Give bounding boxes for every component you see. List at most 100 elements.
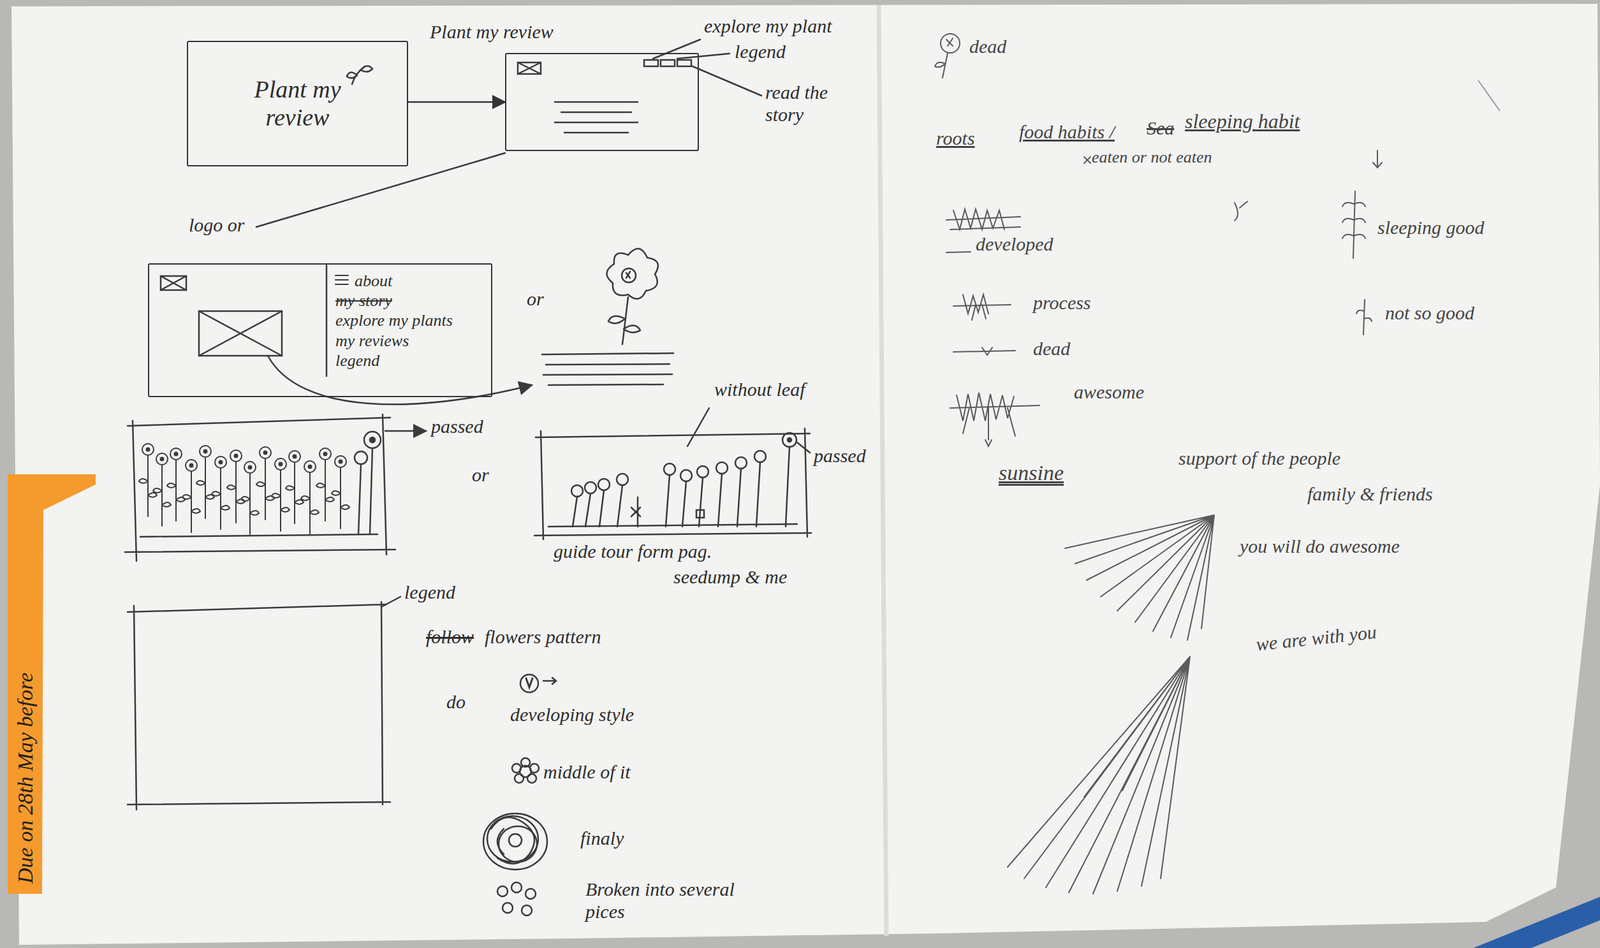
sketch-stroke	[285, 450, 304, 524]
note-text: eaten or not eaten	[1091, 147, 1212, 168]
sketch-stroke	[331, 455, 350, 529]
sidebar-item: explore my plants	[335, 310, 453, 331]
note-text: seedump & me	[673, 566, 787, 589]
note-text: explore my plant	[704, 15, 833, 38]
sketch-stroke	[940, 33, 960, 53]
sketch-stroke	[663, 463, 676, 476]
sketch-stroke	[325, 265, 328, 377]
box-heading: Plant my review	[429, 21, 554, 44]
note-text: guide tour form pag.	[553, 540, 712, 564]
sketch-stroke	[335, 275, 349, 285]
sketch-stroke	[521, 905, 532, 916]
sketch-stroke	[616, 473, 629, 486]
note-text: Sea	[1146, 117, 1175, 140]
sketch-stroke	[665, 475, 670, 527]
sketch-stroke	[677, 53, 730, 59]
note-text: passed	[813, 445, 867, 468]
sketch-stroke	[354, 451, 368, 465]
sketch-stroke	[1007, 656, 1190, 895]
sketch-stroke	[182, 459, 201, 533]
sketch-stroke	[364, 431, 381, 449]
sketch-stroke	[754, 450, 766, 463]
note-text: middle of it	[543, 761, 631, 784]
sketch-stroke	[934, 52, 948, 78]
sketch-stroke	[626, 271, 631, 279]
sketch-stroke	[529, 763, 539, 773]
sketch-stroke	[554, 102, 638, 133]
sketch-stroke	[525, 888, 536, 900]
sketch-stroke	[534, 428, 812, 540]
sketch-stroke	[660, 59, 675, 67]
box-title: Plant my review	[230, 75, 365, 132]
sketch-stroke	[946, 38, 953, 46]
sketch-stroke	[1342, 191, 1366, 259]
sketch-stroke	[160, 276, 187, 291]
sketch-stroke	[946, 209, 1021, 230]
text-holder: Plant my review	[188, 42, 407, 166]
note-text: logo or	[188, 214, 245, 237]
note-text: Due on 28th May before	[12, 672, 38, 884]
sketch-stroke	[256, 153, 506, 228]
sketch-stroke	[621, 268, 636, 283]
sketch-stroke	[543, 677, 557, 685]
sketch-stroke	[606, 248, 658, 300]
note-text: Broken into several pices	[585, 878, 739, 923]
sidebar-item: my story	[335, 290, 453, 311]
flow-arrow	[408, 101, 506, 104]
sketch-stroke	[346, 65, 373, 85]
sketch-stroke	[517, 62, 541, 74]
sketch-stroke	[797, 442, 810, 453]
sketch-stroke	[139, 443, 157, 517]
sketch-stroke	[508, 834, 522, 847]
sketch-stroke	[953, 347, 1016, 356]
note-text: sleeping good	[1377, 216, 1484, 240]
sketch-stroke	[211, 456, 230, 530]
page-box: Plant my review	[505, 52, 699, 152]
note-text: sleeping habit	[1184, 109, 1300, 134]
sketch-stroke	[160, 276, 187, 291]
sketch-stroke	[153, 453, 171, 527]
note-text: finaly	[580, 827, 624, 851]
sketch-stroke	[644, 59, 659, 67]
sketch-stroke	[491, 817, 535, 865]
sidebar-menu: aboutmy storyexplore my plantsmy reviews…	[335, 271, 453, 371]
note-text: roots	[936, 127, 976, 150]
sketch-stroke	[1478, 80, 1500, 111]
note-text: read the story	[765, 81, 849, 126]
sketch-stroke	[167, 448, 185, 522]
sidebar-item: legend	[335, 350, 453, 371]
note-text: dead	[969, 35, 1007, 59]
sketch-stroke	[698, 477, 703, 527]
sketch-stroke	[271, 458, 290, 532]
sketch-stroke	[124, 414, 396, 562]
sketch-stroke	[241, 461, 259, 535]
sketch-stroke	[692, 66, 762, 96]
note-text: we are with you	[1255, 621, 1378, 656]
note-text: or	[526, 288, 544, 311]
sketch-stroke	[526, 678, 533, 688]
sketch-stroke	[953, 294, 1011, 321]
sketch-stroke	[950, 392, 1040, 447]
wireframe-sketch	[124, 39, 812, 916]
sketch-stroke	[511, 882, 522, 893]
sketch-stroke	[381, 596, 401, 608]
sketch-stroke	[385, 430, 426, 433]
note-text: flowers pattern	[484, 626, 602, 649]
sketch-stroke	[782, 433, 797, 448]
note-text: awesome	[1073, 381, 1145, 404]
note-text: do	[446, 691, 466, 714]
sketch-stroke	[512, 763, 522, 773]
sketch-stroke	[227, 450, 245, 523]
sketch-stroke	[358, 448, 373, 535]
sketch-stroke	[1064, 515, 1215, 641]
sketch-stroke	[517, 62, 541, 74]
sketch-stroke	[878, 5, 887, 937]
sketch-stroke	[785, 447, 790, 527]
sketch-stroke	[497, 886, 508, 897]
sketch-stroke	[680, 469, 692, 482]
sketch-stroke	[1468, 888, 1600, 948]
sketch-stroke	[598, 478, 610, 491]
sketch-stroke	[1356, 299, 1372, 335]
